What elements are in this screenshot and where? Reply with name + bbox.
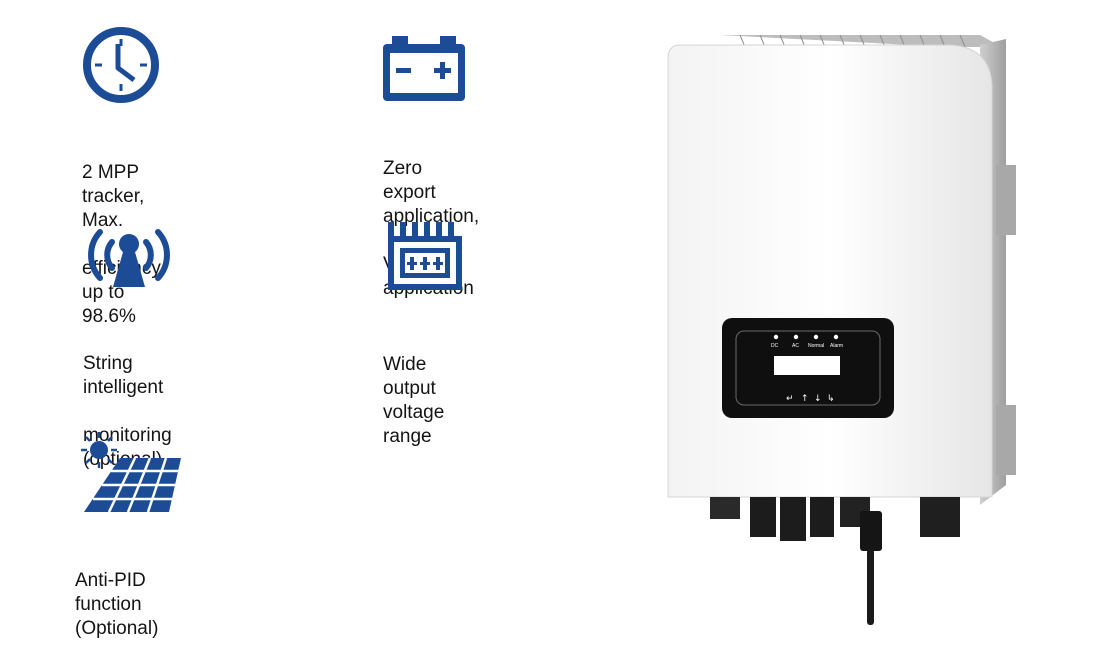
signal-tower-icon xyxy=(88,222,170,293)
feature-line: Zero export application, xyxy=(383,158,480,227)
solar-panel-icon xyxy=(80,430,184,519)
feature-line: Anti-PID function (Optional) xyxy=(75,570,159,639)
feature-line: 2 MPP tracker, Max. xyxy=(82,162,145,231)
button-glyph: ↓ xyxy=(814,394,822,404)
clock-icon xyxy=(82,26,160,109)
inverter-image: DC AC Normal Alarm ↵ ↑ ↓ ↳ xyxy=(650,25,1030,635)
indicator-label: AC xyxy=(792,343,799,349)
voltage-board-icon xyxy=(386,222,464,297)
button-glyph: ↵ xyxy=(786,394,794,404)
feature-line: String intelligent xyxy=(83,353,164,398)
indicator-label: DC xyxy=(771,343,779,349)
button-glyph: ↑ xyxy=(801,394,809,404)
button-glyph: ↳ xyxy=(827,394,835,404)
indicator-label: Normal xyxy=(808,343,824,349)
indicator-label: Alarm xyxy=(830,343,843,349)
battery-icon xyxy=(382,36,466,107)
feature-line: Wide output voltage range xyxy=(383,354,445,447)
